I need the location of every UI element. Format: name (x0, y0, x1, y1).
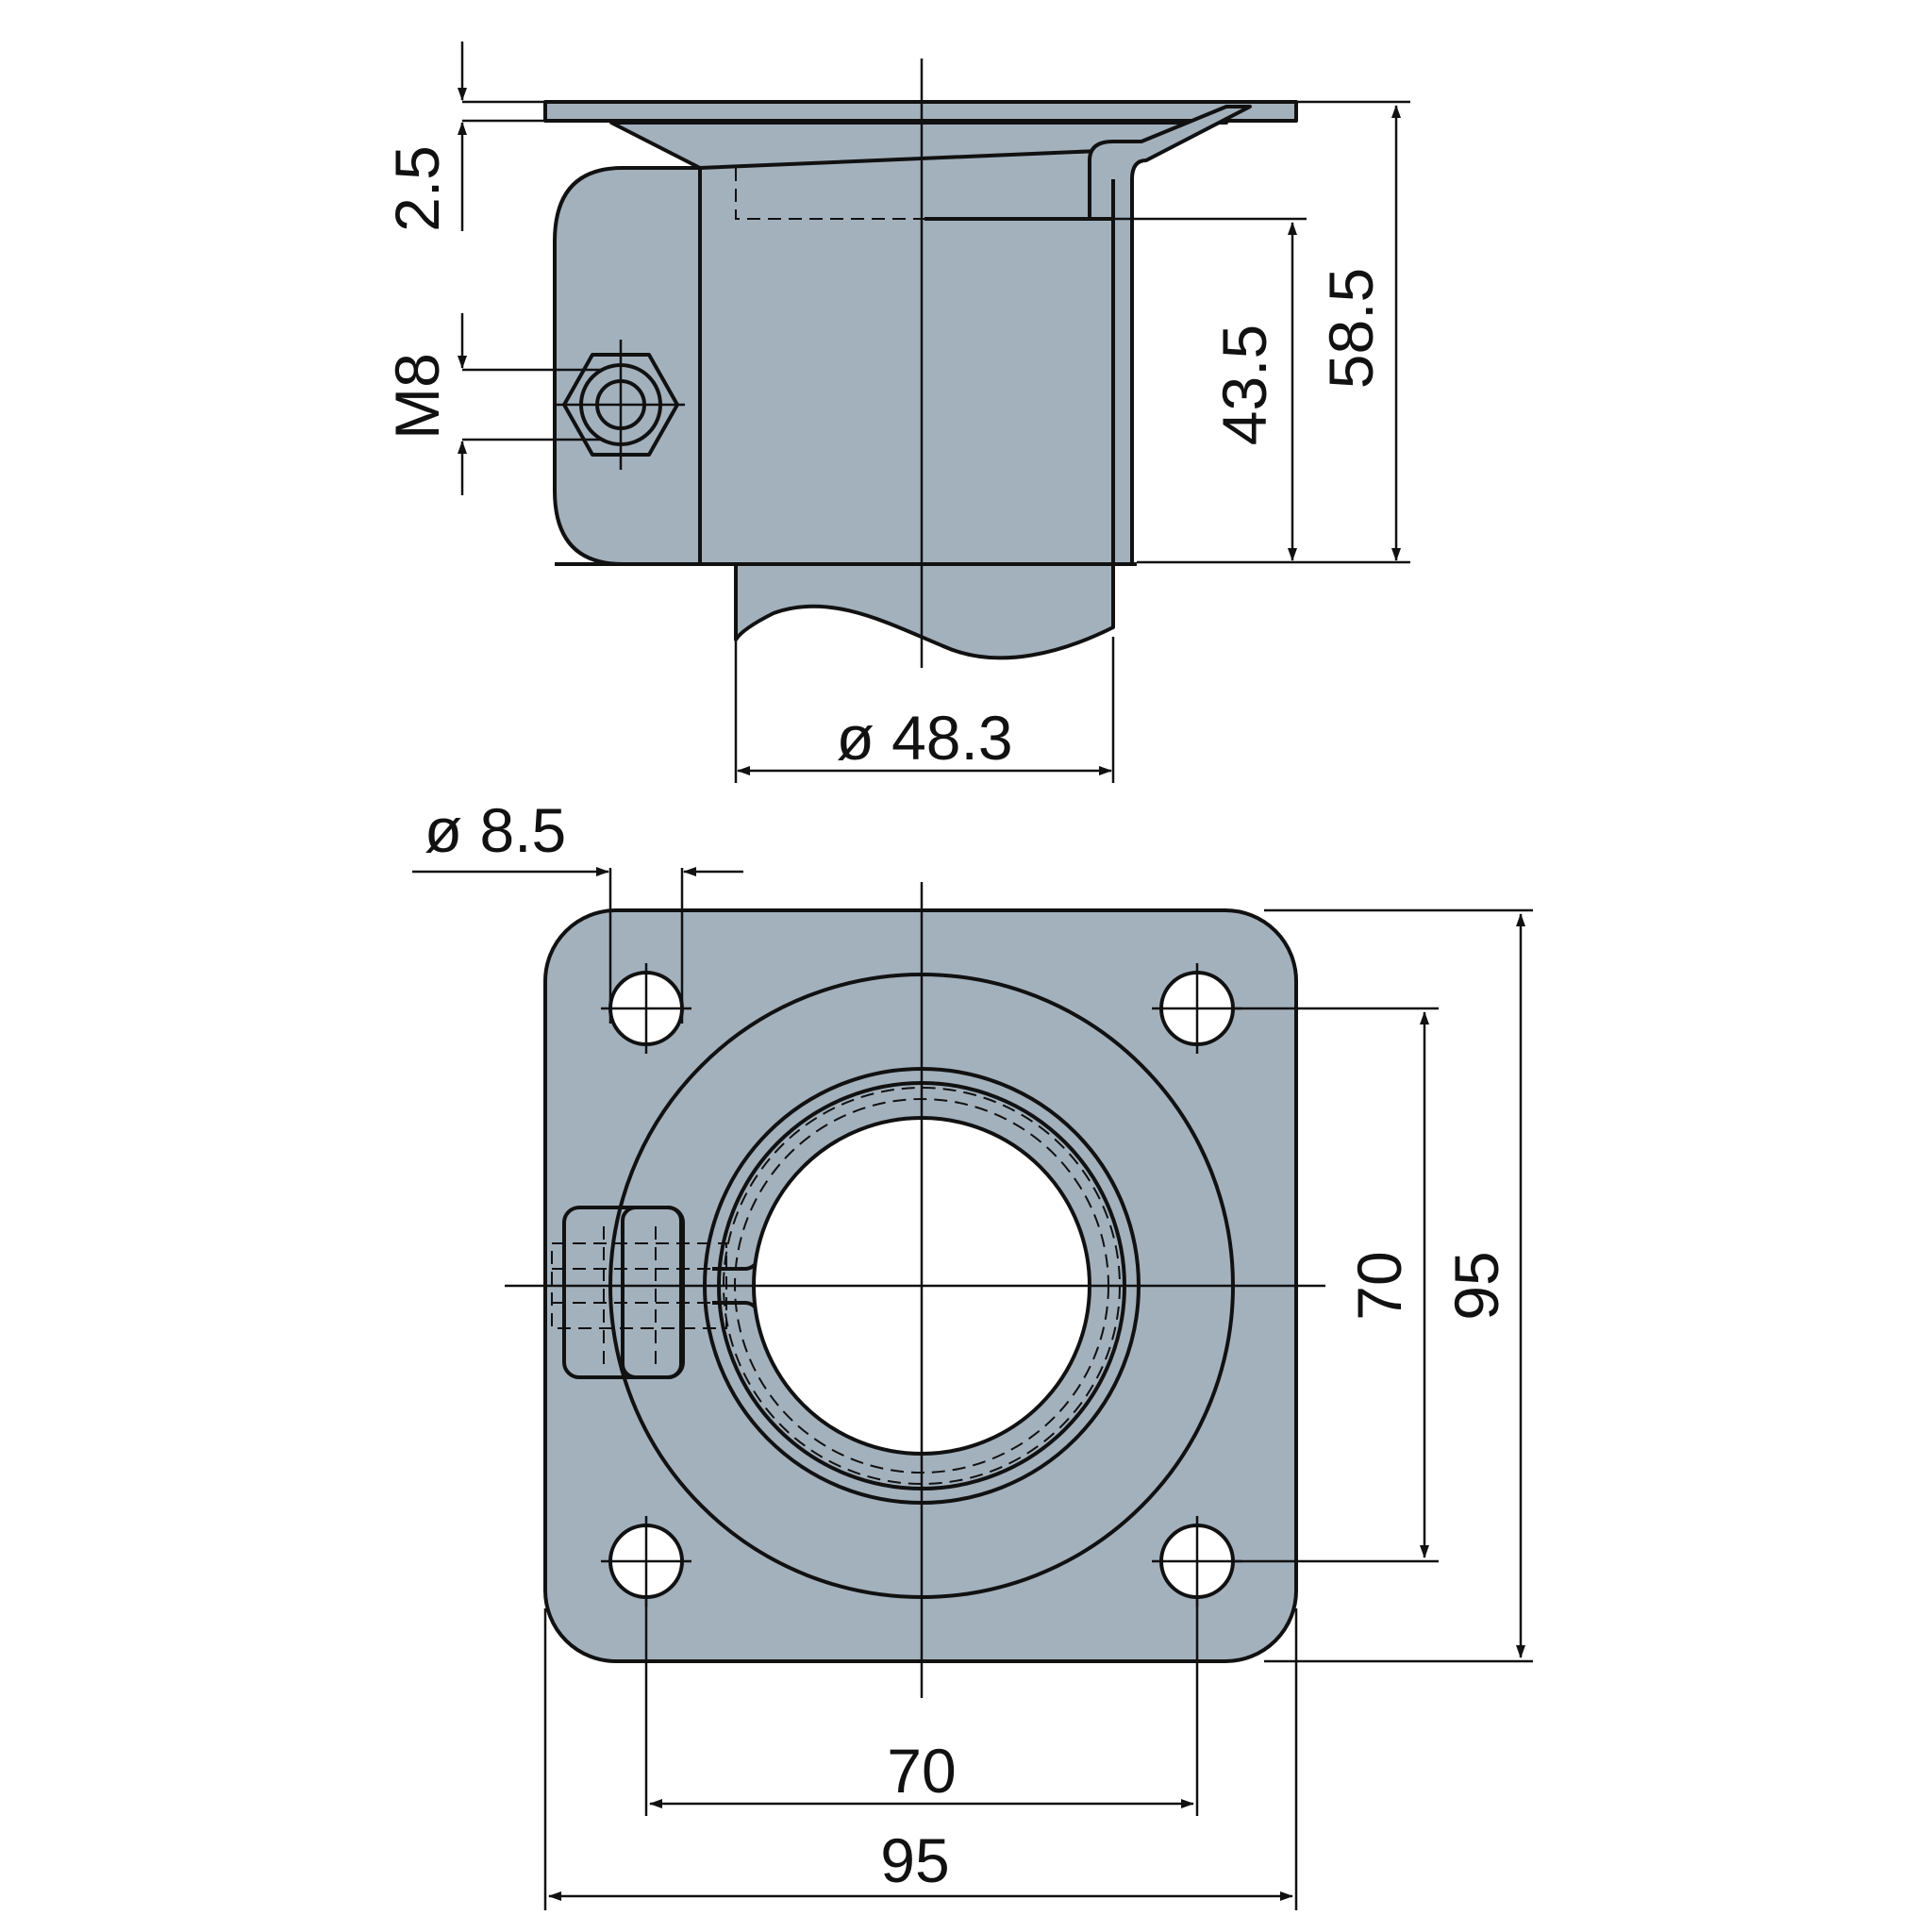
side-dimensions: 2.5 M8 43.5 58.5 ø 48.3 (382, 42, 1410, 783)
socket-sleeve (698, 149, 1131, 566)
dim-hole-spacing-vertical: 70 (1344, 1251, 1414, 1320)
hidden-tube-end (735, 168, 924, 220)
clamp-lug (551, 1206, 764, 1379)
dim-plate-thickness: 2.5 (382, 145, 452, 232)
top-dimensions: ø 8.5 70 95 70 95 (412, 795, 1533, 1910)
hex-bolt-icon (557, 340, 685, 470)
dim-hole-spacing-horizontal: 70 (887, 1736, 956, 1806)
tube-section (734, 562, 1115, 660)
dim-bolt-thread: M8 (382, 353, 452, 440)
top-view (505, 882, 1325, 1698)
hole-top-left (601, 963, 691, 1054)
hole-top-right (1152, 963, 1242, 1054)
dim-overall-height: 58.5 (1316, 268, 1386, 389)
dim-socket-depth: 43.5 (1209, 325, 1279, 445)
dim-tube-diameter: ø 48.3 (836, 703, 1012, 773)
dim-plate-size-horizontal: 95 (880, 1825, 949, 1895)
hole-bottom-left (601, 1516, 691, 1607)
side-view (543, 58, 1298, 668)
bent-plate-edge (1088, 105, 1252, 566)
mounting-holes (601, 963, 1242, 1607)
dim-hole-diameter: ø 8.5 (425, 795, 566, 865)
dim-plate-size-vertical: 95 (1441, 1251, 1511, 1320)
